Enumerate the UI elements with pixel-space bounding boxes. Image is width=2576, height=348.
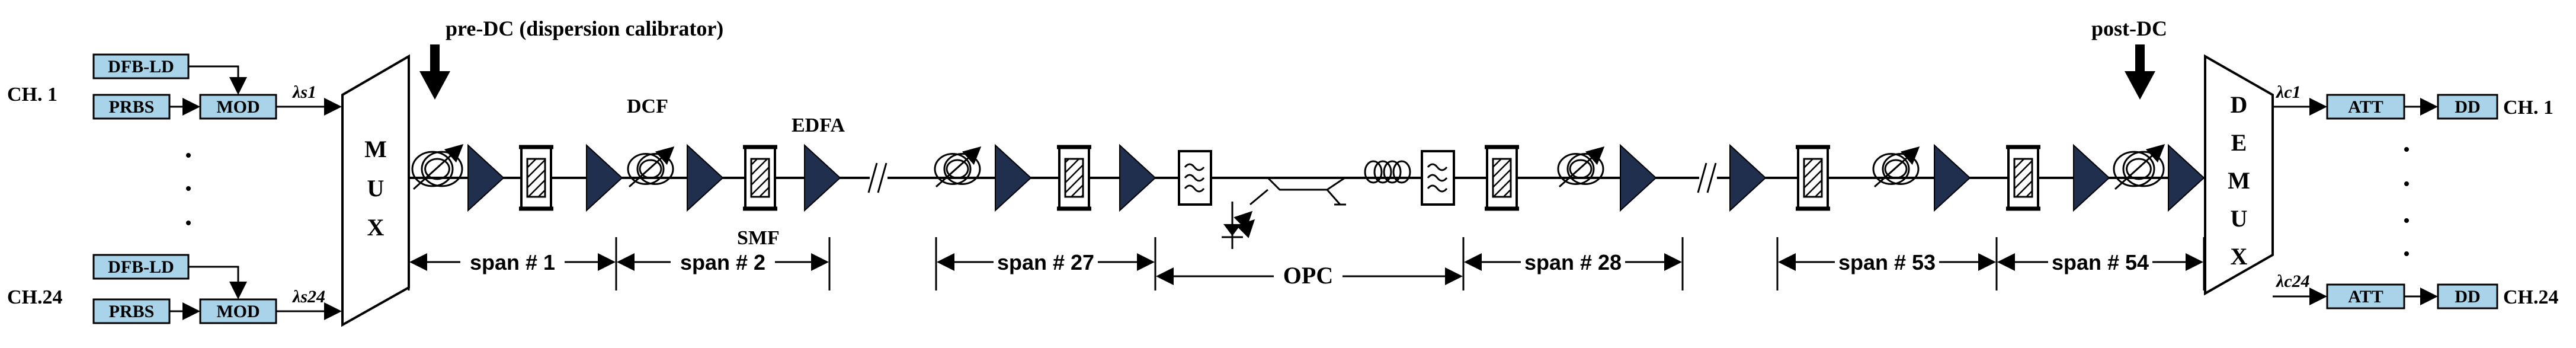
dfb-ld-box-ch1 (92, 53, 190, 79)
link-break-mark (867, 161, 887, 194)
mux-letter: U (367, 175, 385, 202)
dcf-coil (627, 146, 675, 188)
span-marker: span # 2 (615, 237, 831, 290)
edfa-amplifier (1729, 143, 1767, 212)
mod-label: MOD (216, 97, 259, 117)
edfa-amplifier (804, 143, 841, 212)
dcf-coil (1557, 146, 1605, 188)
demux-letter: X (2231, 243, 2248, 270)
span-marker: span # 1 (408, 237, 617, 290)
mod-label: MOD (216, 302, 259, 321)
edfa-amplifier (687, 143, 724, 212)
demux-letter: D (2231, 91, 2248, 118)
mod-box-ch1 (199, 94, 277, 120)
opc-label: OPC (1283, 262, 1333, 289)
mux-letters: MUX (364, 136, 387, 241)
dfb-ld-label: DFB-LD (108, 257, 174, 277)
span-label: span # 54 (2052, 250, 2149, 274)
edfa-amplifier (467, 143, 505, 212)
smf-spool (743, 145, 777, 211)
lambda-s1: λs1 (291, 82, 316, 102)
rx-ellipsis (2404, 147, 2409, 256)
edfa-amplifier (2073, 143, 2110, 212)
span-label: span # 2 (680, 250, 765, 274)
laser-to-mod-arrow (188, 266, 247, 299)
span-marker: span # 53 (1776, 237, 1998, 290)
span-label: span # 53 (1838, 250, 1936, 274)
mux-letter: M (364, 136, 387, 162)
prbs-label: PRBS (109, 97, 155, 117)
edfa-amplifier (1620, 143, 1657, 212)
edfa-amplifier (1934, 143, 1971, 212)
smf-spool (1485, 145, 1519, 211)
smf-spool (2006, 145, 2040, 211)
pre-dc-label: pre-DC (dispersion calibrator) (446, 17, 723, 40)
smf-spool (1057, 145, 1091, 211)
att-label: ATT (2348, 97, 2383, 117)
att-box-ch24 (2326, 283, 2405, 309)
demux-block (2204, 54, 2274, 296)
demux-letter: M (2228, 167, 2250, 194)
smf-spool (1796, 145, 1830, 211)
dcf-coil (1872, 146, 1920, 188)
opc-marker (1154, 237, 1465, 290)
dcf-coil (934, 146, 982, 188)
post-dc-label: post-DC (2091, 17, 2167, 40)
smf-label: SMF (737, 227, 780, 249)
dd-box-ch1 (2437, 94, 2498, 120)
edfa-amplifier (995, 143, 1032, 212)
lambda-c24: λc24 (2275, 272, 2310, 291)
dfb-ld-box-ch24 (92, 254, 190, 280)
smf-spool (519, 145, 553, 211)
tx-ellipsis (186, 153, 191, 225)
lambda-c1: λc1 (2275, 82, 2301, 102)
mod-box-ch24 (199, 298, 277, 324)
edfa-amplifier (586, 143, 623, 212)
dfb-ld-label: DFB-LD (108, 57, 174, 76)
span-marker: span # 27 (935, 237, 1156, 290)
demux-letter: U (2231, 205, 2248, 232)
dd-label: DD (2455, 287, 2480, 307)
span-marker: span # 54 (1995, 237, 2205, 290)
span-marker: span # 28 (1462, 237, 1684, 290)
pre-dc-coil (411, 143, 464, 190)
lambda-s24: λs24 (291, 287, 325, 307)
dcf-label: DCF (627, 95, 668, 117)
rx-ch1-label: CH. 1 (2503, 97, 2553, 119)
edfa-amplifier (1119, 143, 1156, 212)
edfa-amplifier (2168, 143, 2205, 212)
link-break-mark (1697, 161, 1717, 194)
opc-block (1178, 150, 1455, 249)
dd-box-ch24 (2437, 283, 2498, 309)
span-label: span # 1 (470, 250, 555, 274)
pre-dc-arrow (419, 44, 450, 100)
demux-letter: E (2231, 129, 2247, 156)
dd-label: DD (2455, 97, 2480, 117)
prbs-box-ch1 (92, 94, 171, 120)
tx-ch24-label: CH.24 (7, 286, 63, 308)
rx-ch24-label: CH.24 (2503, 286, 2559, 308)
tx-ch1-label: CH. 1 (7, 84, 57, 106)
post-dc-coil (2113, 143, 2165, 190)
post-dc-arrow (2125, 44, 2155, 100)
prbs-label: PRBS (109, 302, 155, 321)
span-label: span # 28 (1524, 250, 1622, 274)
laser-to-mod-arrow (188, 65, 247, 95)
att-label: ATT (2348, 287, 2383, 307)
mux-letter: X (367, 214, 385, 241)
edfa-label: EDFA (792, 114, 845, 136)
span-label: span # 27 (997, 250, 1094, 274)
